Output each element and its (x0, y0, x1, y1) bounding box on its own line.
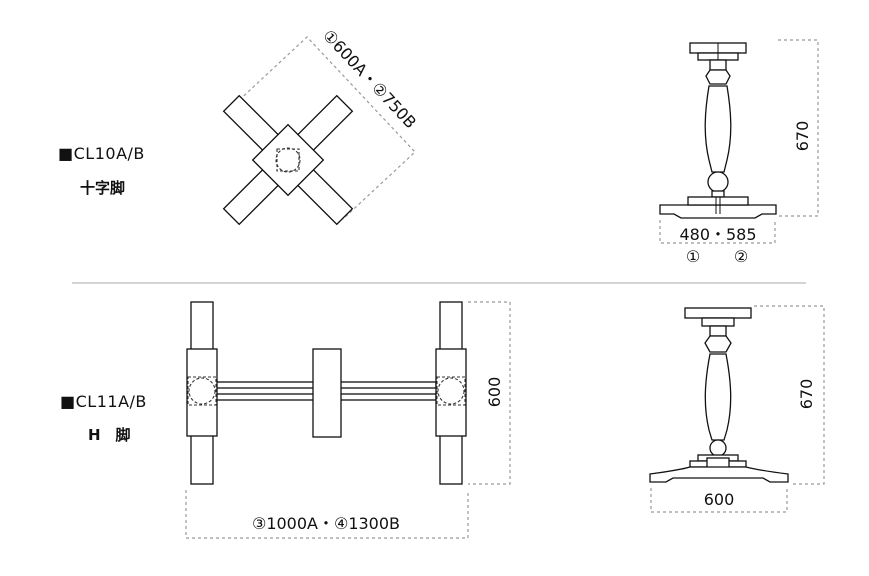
cross-base-dim-line (659, 220, 776, 244)
h-left-block (186, 348, 218, 437)
h-top-bracket (701, 317, 735, 327)
h-top-plate (684, 307, 752, 319)
model-type-h-leg: H 脚 (88, 426, 131, 444)
cross-height-dim-line (778, 39, 819, 217)
cross-foot-hub (687, 196, 749, 206)
cross-neck (709, 59, 727, 71)
h-depth-dim-line (468, 301, 511, 485)
cross-base-width-label: 480・585 (679, 225, 756, 244)
h-right-post-hidden-circle (437, 377, 465, 405)
h-collar (704, 335, 732, 353)
h-right-block (435, 348, 467, 437)
cross-collar (705, 69, 731, 85)
cross-post-hidden-square (276, 148, 300, 172)
h-column (704, 353, 732, 441)
h-base-dim-line (650, 488, 788, 513)
h-depth-label: 600 (485, 377, 504, 408)
cross-foot-base (659, 204, 777, 219)
cross-diagonal-dim-line (234, 36, 416, 220)
h-base-width-label: 600 (704, 490, 735, 509)
cross-column (704, 85, 732, 173)
h-right-post-hidden-square (436, 376, 466, 406)
cross-post-base (711, 190, 725, 198)
cross-leg-side-view: 670 480・585 ① ② (659, 39, 819, 266)
h-height-label: 670 (797, 379, 816, 410)
cross-post-hidden-circle (275, 147, 301, 173)
cross-leg-top-view: ①600A・②750B (222, 26, 420, 226)
model-type-cross-leg: 十字脚 (80, 179, 126, 197)
cross-base-note-1: ① (686, 247, 700, 266)
model-code-cl10: ■CL10A/B (58, 144, 145, 163)
h-foot-base (649, 466, 789, 483)
model-code-cl11: ■CL11A/B (60, 392, 147, 411)
h-leg-top-view: 600 ③1000A・④1300B (185, 301, 511, 539)
h-center-block (312, 348, 342, 438)
cross-center-hub (251, 123, 325, 197)
cross-ball (707, 171, 729, 193)
h-ball (709, 439, 727, 457)
h-left-post-hidden-circle (188, 377, 216, 405)
cross-base-note-2: ② (734, 247, 748, 266)
h-width-label: ③1000A・④1300B (252, 514, 400, 533)
h-left-post-hidden-square (187, 376, 217, 406)
h-height-dim-line (754, 305, 825, 485)
cross-height-label: 670 (793, 121, 812, 152)
h-width-dim-line (185, 490, 469, 539)
h-leg-side-view: 670 600 (649, 305, 825, 513)
h-neck (709, 325, 727, 337)
